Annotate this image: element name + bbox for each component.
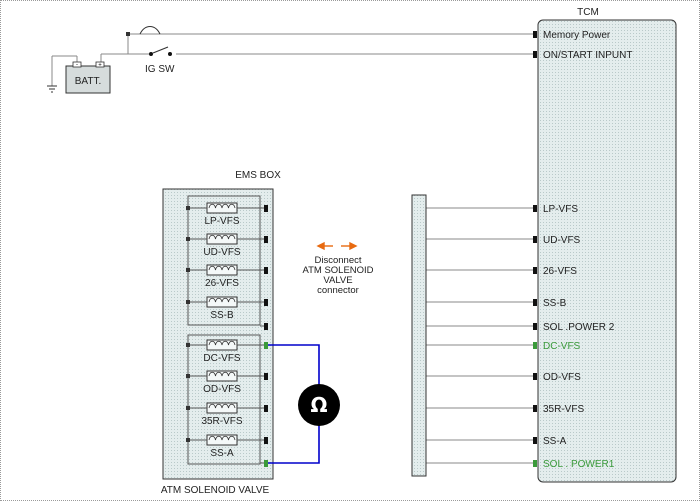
- coil-junction-dot: [186, 237, 190, 241]
- tcm-pin-35r-vfs: [533, 405, 537, 412]
- tcm-power-pins: Memory Power ON/START INPUNT: [533, 30, 632, 61]
- coil-label-dc-vfs: DC-VFS: [203, 353, 241, 364]
- disconnect-arrows-icon: [316, 241, 358, 251]
- tcm-pin-label-35r-vfs: 35R-VFS: [543, 404, 584, 415]
- tcm-title: TCM: [577, 7, 599, 18]
- tcm-memory-power-label: Memory Power: [543, 30, 611, 41]
- disconnect-line-1: Disconnect: [315, 255, 362, 266]
- coil-junction-dot: [186, 268, 190, 272]
- tcm-pin-label-lp-vfs: LP-VFS: [543, 204, 578, 215]
- battery-label: BATT.: [75, 76, 101, 87]
- coil-label-ss-a: SS-A: [210, 448, 234, 459]
- ig-switch-icon: [149, 46, 172, 56]
- coil-ss-b: SS-B: [186, 296, 260, 321]
- valve-box-title: ATM SOLENOID VALVE: [161, 485, 270, 496]
- coil-label-26-vfs: 26-VFS: [205, 278, 239, 289]
- ems-box-title: EMS BOX: [235, 170, 281, 181]
- ohm-symbol: Ω: [310, 393, 327, 417]
- fuse-junction-dot: [126, 32, 130, 36]
- tcm-pin-label-ud-vfs: UD-VFS: [543, 235, 581, 246]
- tcm-pin-sol-power-2: [533, 323, 537, 330]
- valve-pin-9: [264, 437, 268, 444]
- coil-od-vfs: OD-VFS: [186, 370, 260, 395]
- coil-junction-dot: [186, 206, 190, 210]
- coil-label-ss-b: SS-B: [210, 310, 234, 321]
- tcm-pin-label-26-vfs: 26-VFS: [543, 266, 577, 277]
- coil-lp-vfs: LP-VFS: [186, 202, 260, 227]
- tcm-pin-label-sol-power1: SOL . POWER1: [543, 459, 615, 470]
- valve-pin-2: [264, 236, 268, 243]
- fuse-icon: [139, 26, 161, 35]
- tcm-pin-label-ss-b: SS-B: [543, 298, 567, 309]
- valve-pin-5: [264, 323, 268, 330]
- tcm-pin-label-sol-power-2: SOL .POWER 2: [543, 322, 615, 333]
- disconnect-note: Disconnect ATM SOLENOID VALVE connector: [302, 241, 374, 296]
- tcm-pin-label-ss-a: SS-A: [543, 436, 567, 447]
- coil-ss-a: SS-A: [186, 434, 260, 459]
- valve-pin-1: [264, 205, 268, 212]
- ig-switch-label: IG SW: [145, 64, 175, 75]
- disconnect-line-3: VALVE: [323, 275, 352, 286]
- tcm-pin-od-vfs: [533, 373, 537, 380]
- coil-label-od-vfs: OD-VFS: [203, 384, 241, 395]
- tcm-pin-sol-power1: [533, 460, 537, 467]
- coil-35r-vfs: 35R-VFS: [186, 402, 260, 427]
- valve-coils: LP-VFS UD-VFS 26-VFS SS-B DC-VFS OD-VFS 35R-VF…: [186, 202, 268, 467]
- tcm-pin-ud-vfs: [533, 236, 537, 243]
- valve-pin-8: [264, 405, 268, 412]
- coil-ud-vfs: UD-VFS: [186, 233, 260, 258]
- coil-junction-dot: [186, 374, 190, 378]
- tcm-pin-label-od-vfs: OD-VFS: [543, 372, 581, 383]
- svg-text:+: +: [98, 63, 102, 69]
- svg-text:-: -: [76, 62, 78, 68]
- valve-pin-10: [264, 460, 268, 467]
- coil-dc-vfs: DC-VFS: [186, 339, 260, 364]
- tcm-signal-pins: LP-VFS UD-VFS 26-VFS SS-B SOL .POWER 2 DC-VFS…: [417, 204, 615, 470]
- tcm-pin-lp-vfs: [533, 205, 537, 212]
- disconnect-line-4: connector: [317, 285, 359, 296]
- coil-label-35r-vfs: 35R-VFS: [201, 416, 242, 427]
- valve-pin-3: [264, 267, 268, 274]
- coil-junction-dot: [186, 406, 190, 410]
- coil-label-ud-vfs: UD-VFS: [203, 247, 241, 258]
- ems-connector-bar: [411, 194, 427, 477]
- valve-pin-7: [264, 373, 268, 380]
- coil-label-lp-vfs: LP-VFS: [204, 216, 239, 227]
- tcm-box: [537, 19, 677, 483]
- coil-junction-dot: [186, 438, 190, 442]
- disconnect-line-2: ATM SOLENOID: [302, 265, 373, 276]
- tcm-power-pin-2: [533, 51, 537, 58]
- tcm-on-start-label: ON/START INPUNT: [543, 50, 632, 61]
- tcm-pin-ss-a: [533, 437, 537, 444]
- coil-26-vfs: 26-VFS: [186, 264, 260, 289]
- ground-icon: [47, 85, 57, 93]
- ohmmeter-icon: [298, 384, 340, 426]
- tcm-power-pin-1: [533, 31, 537, 38]
- power-wiring: [51, 33, 533, 86]
- coil-junction-dot: [186, 343, 190, 347]
- coil-junction-dot: [186, 300, 190, 304]
- tcm-pin-dc-vfs: [533, 342, 537, 349]
- valve-pin-4: [264, 299, 268, 306]
- battery-icon: - +: [65, 61, 111, 94]
- coil-group-lower: [187, 334, 261, 465]
- tcm-pin-ss-b: [533, 299, 537, 306]
- tcm-pin-label-dc-vfs: DC-VFS: [543, 341, 581, 352]
- valve-pin-6: [264, 342, 268, 349]
- tcm-pin-26-vfs: [533, 267, 537, 274]
- coil-group-upper: [187, 195, 261, 326]
